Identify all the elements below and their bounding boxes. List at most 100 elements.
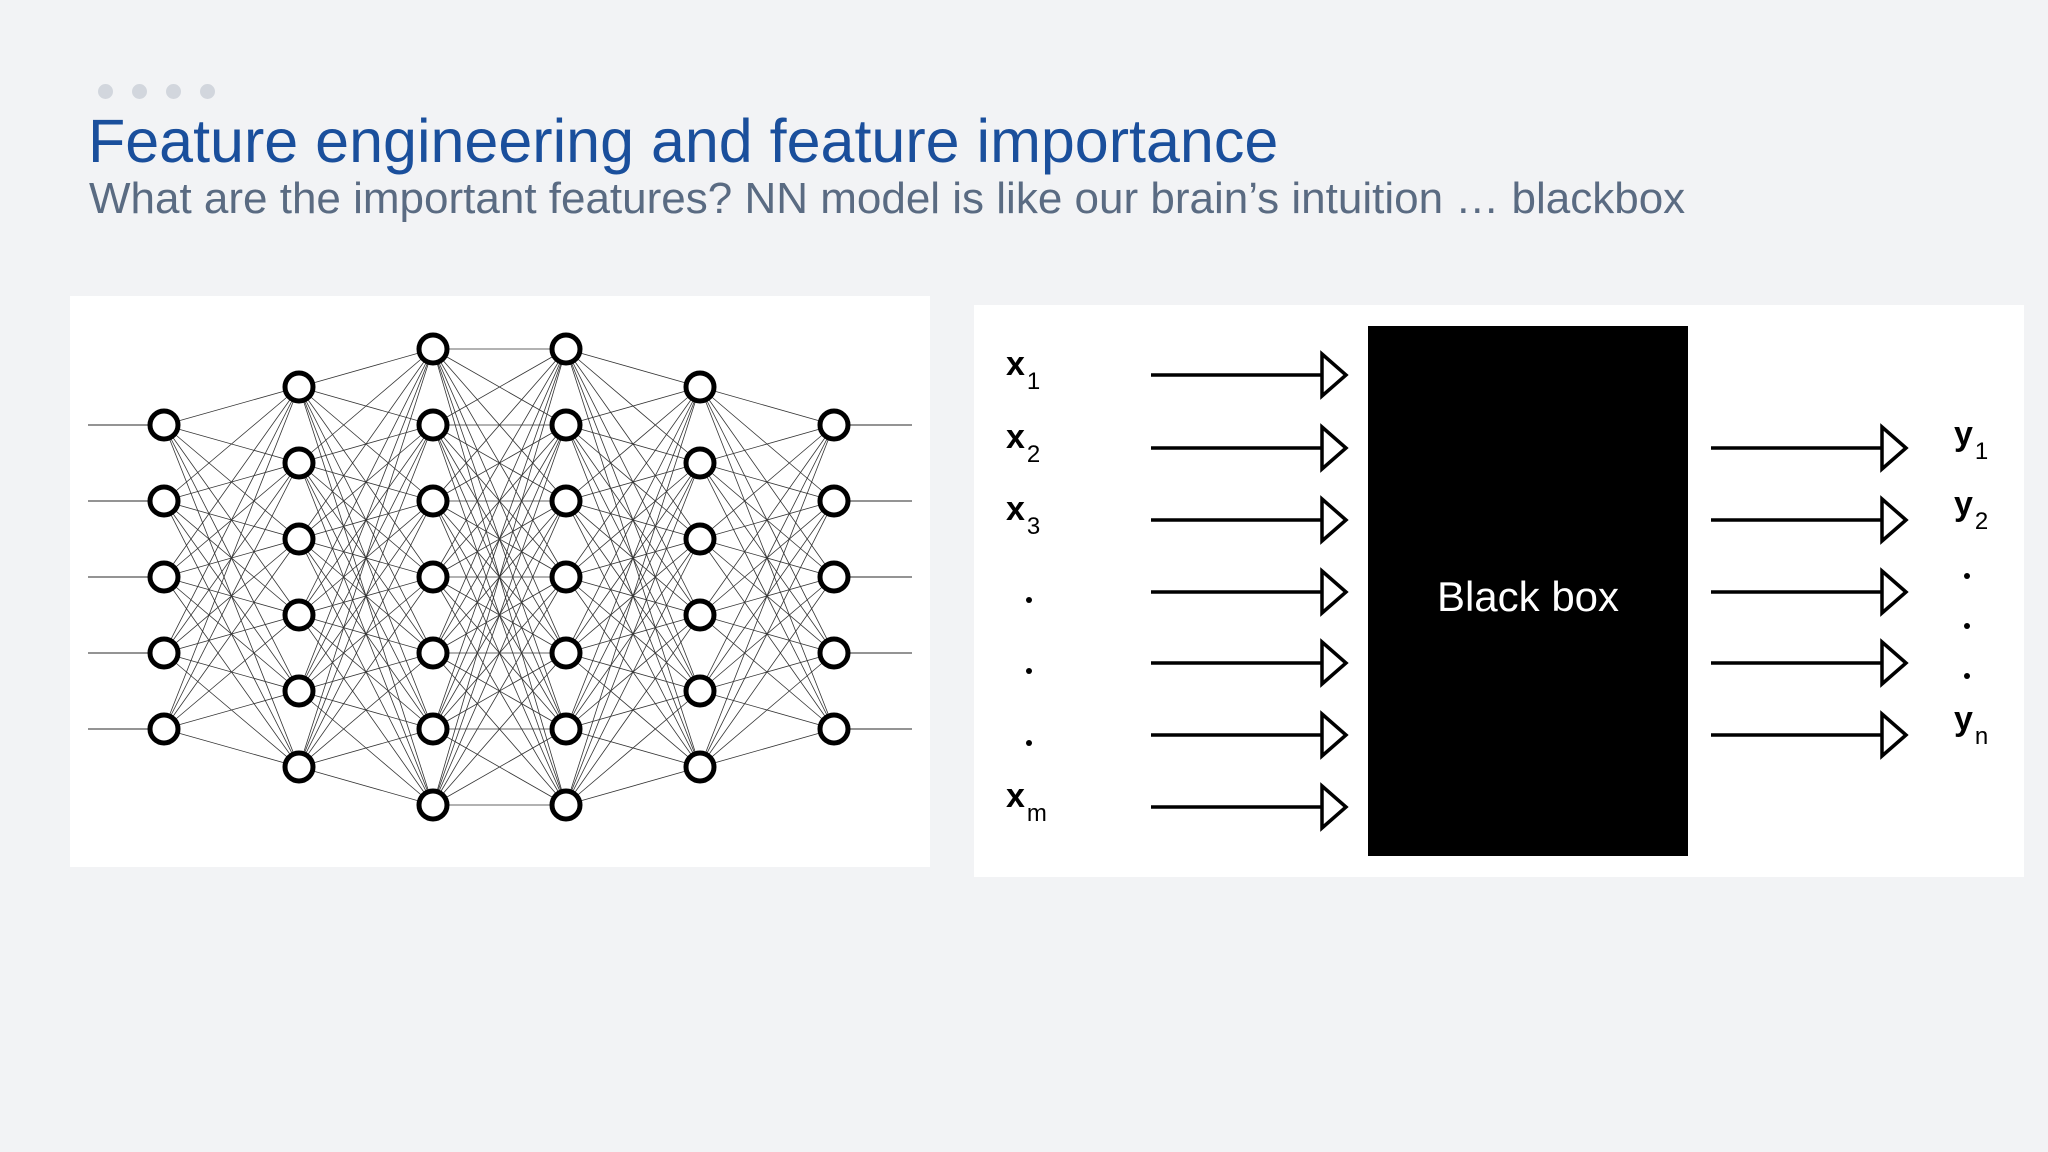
connection-edge bbox=[163, 386, 300, 426]
connection-edge bbox=[432, 348, 567, 502]
neuron-node bbox=[147, 408, 181, 442]
connection-edge bbox=[163, 462, 300, 730]
neuron-node bbox=[683, 598, 717, 632]
output-label: yn bbox=[1954, 700, 1988, 750]
output-label: y2 bbox=[1954, 485, 1988, 535]
connection-edge bbox=[298, 348, 434, 540]
connection-edge bbox=[298, 766, 434, 806]
neuron-node bbox=[416, 332, 450, 366]
neuron-node bbox=[282, 370, 316, 404]
connection-edge bbox=[432, 348, 567, 806]
neuron-node bbox=[416, 636, 450, 670]
connection-edge bbox=[699, 386, 835, 426]
connection-edge bbox=[565, 386, 701, 806]
neuron-node bbox=[282, 446, 316, 480]
connection-edge bbox=[163, 386, 300, 654]
connection-edge bbox=[565, 386, 701, 654]
neuron-node bbox=[549, 484, 583, 518]
connection-edge bbox=[432, 500, 567, 806]
connection-edge bbox=[565, 386, 701, 426]
connection-edge bbox=[699, 424, 835, 692]
output-arrow bbox=[1711, 567, 1909, 617]
input-arrow bbox=[1151, 638, 1349, 688]
input-arrow bbox=[1151, 495, 1349, 545]
connection-edge bbox=[163, 386, 300, 578]
connection-edge bbox=[699, 652, 835, 768]
neuron-node bbox=[817, 560, 851, 594]
neuron-node bbox=[147, 636, 181, 670]
connection-edge bbox=[432, 576, 567, 806]
input-label: x1 bbox=[1006, 345, 1040, 395]
connection-edge bbox=[565, 690, 701, 806]
output-arrow bbox=[1711, 638, 1909, 688]
neuron-node bbox=[282, 522, 316, 556]
neuron-node bbox=[549, 408, 583, 442]
neuron-node bbox=[683, 446, 717, 480]
ellipsis-dot bbox=[1964, 573, 1970, 579]
progress-dot bbox=[200, 84, 215, 99]
input-label: x3 bbox=[1006, 490, 1040, 540]
progress-dots bbox=[98, 84, 215, 99]
neuron-node bbox=[549, 560, 583, 594]
neuron-node bbox=[147, 560, 181, 594]
ellipsis-dot bbox=[1964, 673, 1970, 679]
neuron-node bbox=[549, 712, 583, 746]
progress-dot bbox=[132, 84, 147, 99]
input-arrow bbox=[1151, 782, 1349, 832]
output-label: y1 bbox=[1954, 415, 1988, 465]
connection-edge bbox=[565, 386, 701, 502]
connection-edge bbox=[298, 576, 434, 768]
slide-title: Feature engineering and feature importan… bbox=[88, 107, 1279, 175]
neuron-node bbox=[416, 788, 450, 822]
connections bbox=[88, 348, 912, 806]
output-arrow bbox=[1711, 495, 1909, 545]
slide-subtitle: What are the important features? NN mode… bbox=[89, 174, 1686, 223]
connection-edge bbox=[699, 424, 835, 540]
black-box-diagram: Black box x1 x2 x3 xm y1 y2 yn bbox=[974, 305, 2024, 877]
connection-edge bbox=[432, 348, 567, 730]
connection-edge bbox=[699, 500, 835, 768]
neuron-node bbox=[147, 484, 181, 518]
connection-edge bbox=[699, 424, 835, 616]
connection-edge bbox=[565, 348, 701, 388]
neuron-node bbox=[683, 522, 717, 556]
connection-edge bbox=[163, 386, 300, 502]
connection-edge bbox=[565, 386, 701, 578]
neuron-node bbox=[282, 674, 316, 708]
connection-edge bbox=[298, 652, 434, 768]
neuron-node bbox=[683, 370, 717, 404]
neuron-node bbox=[416, 560, 450, 594]
input-label: xm bbox=[1006, 777, 1047, 827]
progress-dot bbox=[98, 84, 113, 99]
output-arrow bbox=[1711, 423, 1909, 473]
connection-edge bbox=[163, 614, 300, 730]
connection-edge bbox=[298, 348, 434, 388]
connection-edge bbox=[432, 728, 567, 806]
neuron-node bbox=[549, 788, 583, 822]
neuron-node bbox=[549, 636, 583, 670]
connection-edge bbox=[565, 614, 701, 806]
input-arrow bbox=[1151, 710, 1349, 760]
connection-edge bbox=[565, 538, 701, 806]
ellipsis-dot bbox=[1026, 740, 1032, 746]
neuron-node bbox=[817, 408, 851, 442]
connection-edge bbox=[699, 728, 835, 768]
connection-edge bbox=[565, 386, 701, 730]
connection-edge bbox=[298, 424, 434, 768]
connection-edge bbox=[298, 348, 434, 692]
neuron-node bbox=[817, 712, 851, 746]
neuron-node bbox=[282, 598, 316, 632]
connection-edge bbox=[565, 766, 701, 806]
neuron-node bbox=[817, 484, 851, 518]
connection-edge bbox=[298, 348, 434, 464]
connection-edge bbox=[432, 652, 567, 806]
connection-edge bbox=[699, 424, 835, 464]
connection-edge bbox=[298, 728, 434, 768]
ellipsis-dot bbox=[1026, 597, 1032, 603]
black-box-label: Black box bbox=[1437, 573, 1619, 620]
neuron-node bbox=[416, 408, 450, 442]
input-arrow bbox=[1151, 567, 1349, 617]
connection-edge bbox=[699, 576, 835, 768]
input-label: x2 bbox=[1006, 418, 1040, 468]
output-arrow bbox=[1711, 710, 1909, 760]
